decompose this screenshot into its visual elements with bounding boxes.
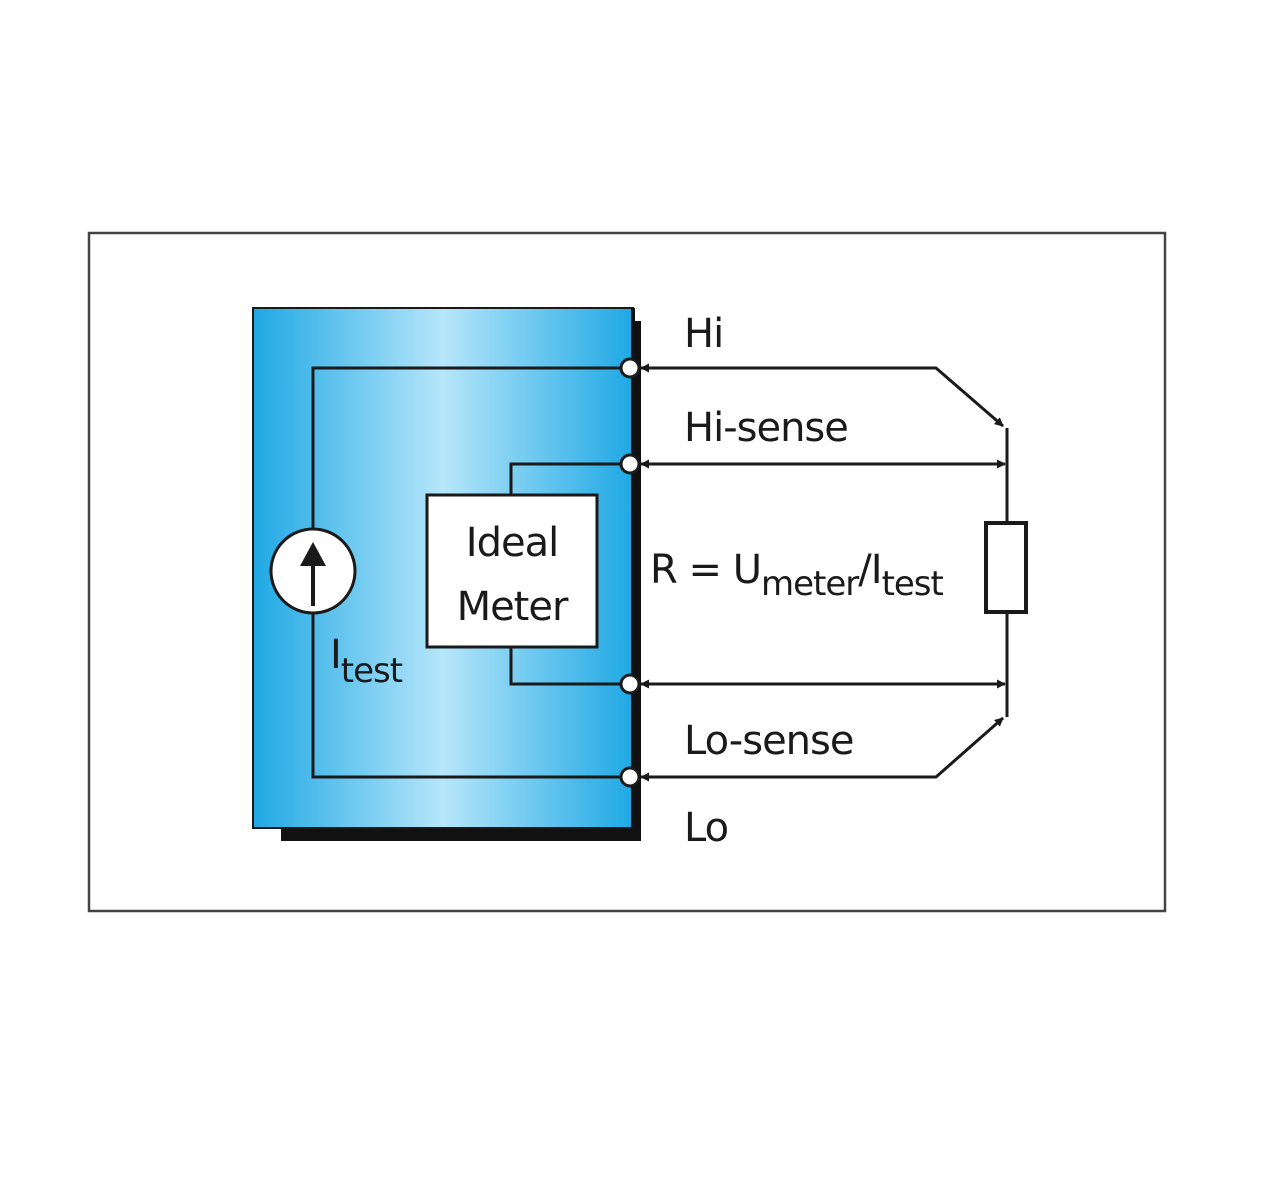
formula-slash: /I bbox=[858, 547, 881, 593]
meter-label-line2: Meter bbox=[457, 584, 569, 630]
current-arrow-head bbox=[300, 542, 326, 566]
ideal-meter: Ideal Meter bbox=[425, 493, 599, 649]
terminal-hi bbox=[619, 357, 641, 379]
source-label: Itest bbox=[330, 632, 403, 691]
current-source: Itest bbox=[269, 527, 404, 691]
test-leads bbox=[640, 363, 1006, 782]
meter-label-line1: Ideal bbox=[466, 520, 558, 566]
source-subscript: test bbox=[341, 651, 403, 691]
terminal-hi-sense bbox=[619, 453, 641, 475]
lo-lead bbox=[640, 716, 1004, 782]
formula-r: R = U bbox=[650, 547, 761, 593]
lo-sense-label: Lo-sense bbox=[684, 718, 853, 764]
ideal-meter-box bbox=[425, 493, 599, 649]
hi-lead bbox=[640, 363, 1004, 428]
resistance-formula: R = Umeter/Itest bbox=[650, 547, 944, 604]
formula-meter-subscript: meter bbox=[761, 564, 859, 604]
terminals bbox=[619, 357, 641, 788]
device-under-test bbox=[984, 428, 1028, 717]
terminal-lo-sense bbox=[619, 673, 641, 695]
resistor-icon bbox=[984, 521, 1028, 614]
formula-test-subscript: test bbox=[882, 564, 944, 604]
hi-sense-label: Hi-sense bbox=[684, 405, 848, 451]
hi-label: Hi bbox=[684, 311, 723, 357]
terminal-lo bbox=[619, 766, 641, 788]
source-symbol: I bbox=[330, 632, 341, 678]
lo-label: Lo bbox=[684, 805, 728, 851]
